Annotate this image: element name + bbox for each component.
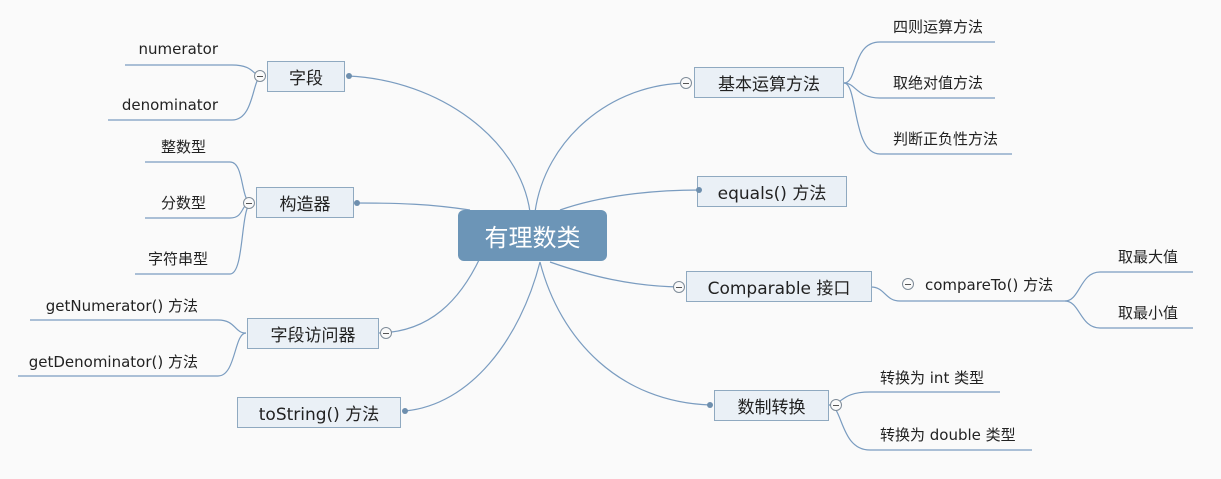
connector-equals — [559, 189, 701, 211]
central-topic[interactable]: 有理数类 — [458, 210, 607, 261]
collapse-comparable-icon[interactable] — [673, 281, 685, 293]
connector-min — [1064, 300, 1193, 329]
leaf-four-ops[interactable]: 四则运算方法 — [893, 18, 984, 36]
collapse-accessors-icon[interactable] — [380, 327, 392, 339]
collapse-fields-icon[interactable] — [254, 70, 266, 82]
topic-constructor[interactable]: 构造器 — [256, 187, 354, 218]
topic-arithmetic[interactable]: 基本运算方法 — [694, 67, 844, 98]
topic-accessors[interactable]: 字段访问器 — [247, 318, 379, 349]
leaf-int-type[interactable]: 整数型 — [160, 138, 206, 156]
topic-equals[interactable]: equals() 方法 — [697, 176, 847, 207]
connector-dot-tostring — [402, 408, 408, 414]
connector-fields — [347, 75, 531, 213]
collapse-conversion-icon[interactable] — [830, 399, 842, 411]
leaf-numerator[interactable]: numerator — [138, 40, 218, 58]
leaf-to-double[interactable]: 转换为 double 类型 — [880, 426, 1016, 444]
connector-compareto — [870, 286, 1065, 302]
connector-accessors — [378, 257, 481, 334]
collapse-constructor-icon[interactable] — [243, 197, 255, 209]
leaf-compareto[interactable]: compareTo() 方法 — [925, 276, 1054, 294]
leaf-max[interactable]: 取最大值 — [1118, 248, 1179, 266]
connector-getden — [18, 332, 247, 377]
topic-fields[interactable]: 字段 — [267, 61, 345, 92]
connector-dot-equals — [696, 187, 702, 193]
connector-dot-fields — [346, 73, 352, 79]
connector-constructor — [355, 202, 471, 211]
collapse-compareto-icon[interactable] — [902, 278, 914, 290]
topic-conversion[interactable]: 数制转换 — [714, 390, 829, 421]
connector-dot-constructor — [354, 200, 360, 206]
leaf-get-numerator[interactable]: getNumerator() 方法 — [45, 297, 198, 315]
leaf-min[interactable]: 取最小值 — [1118, 304, 1179, 322]
leaf-sign[interactable]: 判断正负性方法 — [893, 130, 999, 148]
connector-comparable — [549, 261, 681, 288]
connector-arithmetic — [534, 82, 688, 213]
leaf-fraction-type[interactable]: 分数型 — [160, 194, 206, 212]
connector-getnum — [30, 319, 247, 334]
connector-max — [1064, 271, 1193, 302]
leaf-string-type[interactable]: 字符串型 — [147, 250, 208, 268]
topic-tostring[interactable]: toString() 方法 — [237, 397, 401, 428]
connector-tostring — [404, 261, 541, 412]
leaf-abs[interactable]: 取绝对值方法 — [893, 74, 984, 92]
leaf-get-denominator[interactable]: getDenominator() 方法 — [28, 353, 198, 371]
leaf-to-int[interactable]: 转换为 int 类型 — [880, 369, 985, 387]
collapse-arithmetic-icon[interactable] — [680, 77, 692, 89]
connector-conversion — [539, 261, 711, 406]
topic-comparable[interactable]: Comparable 接口 — [686, 271, 872, 302]
connector-dot-conversion — [707, 402, 713, 408]
leaf-denominator[interactable]: denominator — [121, 96, 218, 114]
connector-numerator — [125, 64, 263, 77]
connector-four-ops — [843, 41, 995, 84]
connector-sign — [843, 82, 1012, 155]
connector-to-int — [828, 391, 1000, 406]
connector-abs — [843, 82, 995, 99]
